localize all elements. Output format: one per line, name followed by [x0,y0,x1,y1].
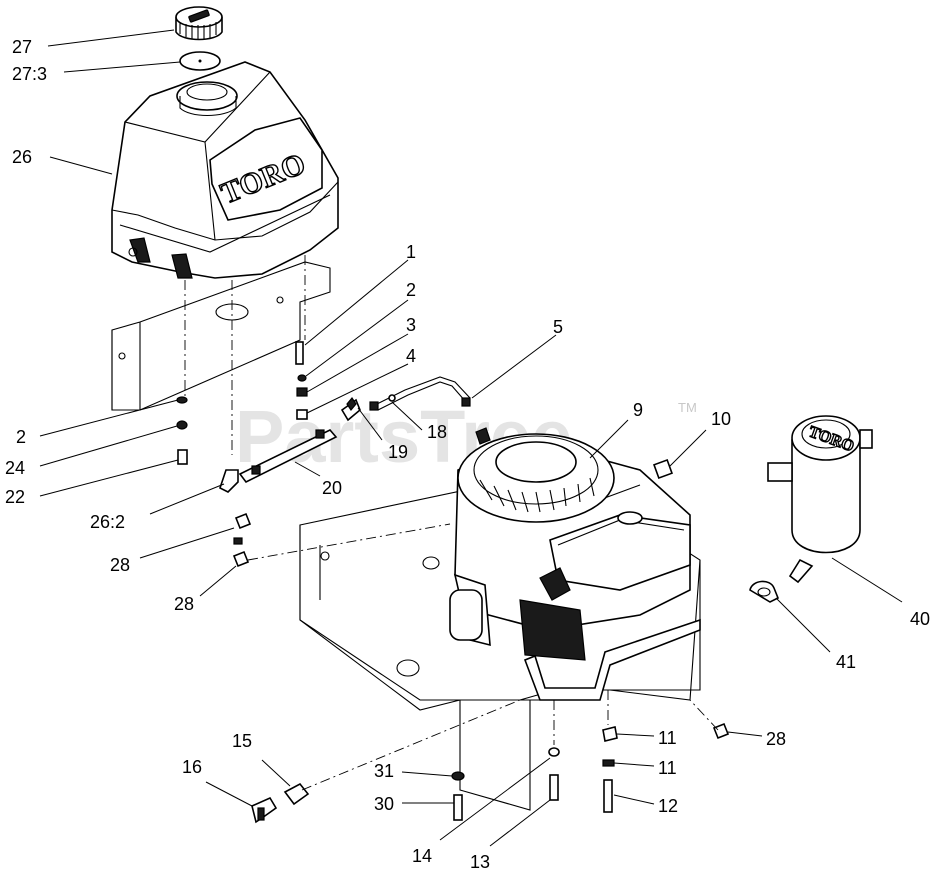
callout-16: 16 [182,757,202,777]
callout-28-a: 28 [110,555,130,575]
upper-frame-bracket [111,261,331,411]
engine-mount-hardware [602,722,730,813]
fuel-tank: TORO [111,61,339,279]
callout-41: 41 [836,652,856,672]
fuel-line-upper [369,376,471,411]
callout-5: 5 [553,317,563,337]
callout-26-2: 26:2 [90,512,125,532]
tank-mount-hardware [176,396,188,465]
watermark-tm: TM [678,400,697,415]
callout-20: 20 [322,478,342,498]
callout-1: 1 [406,242,416,262]
callout-12: 12 [658,796,678,816]
callout-18: 18 [427,422,447,442]
callout-31: 31 [374,761,394,781]
callout-26: 26 [12,147,32,167]
callout-leaders [39,29,903,847]
lower-bolts [451,747,560,821]
bracket-hardware [232,512,252,568]
engine-decal [653,459,673,479]
callout-28-b: 28 [174,594,194,614]
callout-14: 14 [412,846,432,866]
fuel-filter-stack [295,341,308,420]
callout-11-b: 11 [658,758,677,778]
callout-2-upper: 2 [406,280,416,300]
fuel-line-hose [219,429,338,493]
fuel-fittings-lower [251,782,310,824]
fuel-cap [175,6,223,41]
callout-10: 10 [711,409,731,429]
callout-27: 27 [12,37,32,57]
callout-labels: 27 27:3 26 1 2 3 4 5 9 10 18 19 20 2 24 … [5,37,930,872]
callout-40: 40 [910,609,930,629]
callout-15: 15 [232,731,252,751]
engine [449,427,701,701]
callout-13: 13 [470,852,490,872]
callout-3: 3 [406,315,416,335]
cap-gasket [179,51,221,71]
callout-30: 30 [374,794,394,814]
callout-19: 19 [388,442,408,462]
charcoal-canister: TORO [767,415,873,584]
hose-clamp [749,580,780,603]
callout-11-a: 11 [658,728,677,748]
callout-24: 24 [5,458,25,478]
callout-28-c: 28 [766,729,786,749]
callout-2-lower: 2 [16,427,26,447]
callout-22: 22 [5,487,25,507]
callout-9: 9 [633,400,643,420]
callout-4: 4 [406,346,416,366]
callout-27-3: 27:3 [12,64,47,84]
